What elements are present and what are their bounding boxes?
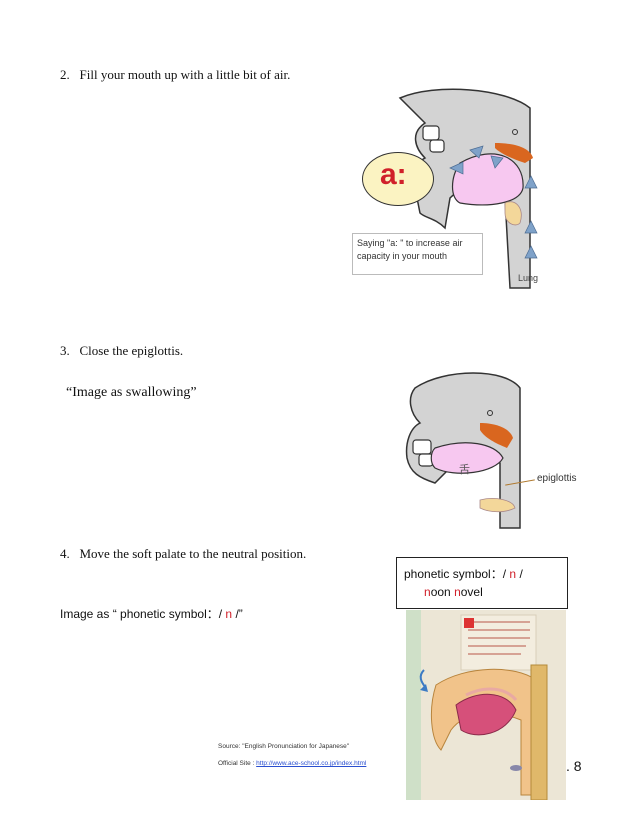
phonetic-symbol: n: [509, 567, 517, 581]
epiglottis-label: epiglottis: [537, 473, 577, 484]
example-words: noon novel: [424, 585, 483, 599]
caption-line-1: Saying "a: " to increase air: [357, 238, 463, 248]
tongue-label: 舌: [459, 464, 470, 476]
speech-bubble: [362, 152, 434, 206]
caption-line-2: capacity in your mouth: [357, 251, 448, 261]
phonetic-close: /: [519, 567, 523, 581]
word2-rest: ovel: [460, 585, 483, 599]
lung-label: Lung: [518, 273, 539, 283]
step-3-text: 3. Close the epiglottis.: [60, 343, 184, 358]
mouth-air-diagram: [398, 88, 538, 289]
phonetic-label: phonetic symbol：/: [404, 567, 507, 581]
bubble-phoneme: a:: [380, 158, 407, 191]
phonetic-symbol-box: phonetic symbol：/ n / noon novel: [396, 557, 568, 609]
official-site-link[interactable]: http://www.ace-school.co.jp/index.html: [256, 760, 367, 767]
word1-initial: n: [424, 585, 431, 599]
figure1-caption: Saying "a: " to increase air capacity in…: [352, 233, 483, 275]
word2-initial: n: [454, 585, 461, 599]
image-as-line: Image as “ phonetic symbol：/ n /”: [60, 605, 243, 622]
soft-palate-illustration: [406, 610, 566, 800]
word1-rest: oon: [430, 585, 451, 599]
image-as-suffix: /”: [235, 607, 243, 621]
image-as-symbol: n: [225, 607, 233, 621]
page-number: . 8: [566, 758, 582, 774]
step-4-text: 4. Move the soft palate to the neutral p…: [60, 546, 307, 561]
official-site-prefix: Official Site :: [218, 760, 257, 767]
official-site-line: Official Site : http://www.ace-school.co…: [218, 760, 366, 767]
phonetic-symbol-line: phonetic symbol：/ n /: [404, 565, 523, 582]
step-2-text: 2. Fill your mouth up with a little bit …: [60, 67, 291, 82]
book-photo: [406, 610, 566, 800]
swallow-quote: “Image as swallowing”: [66, 385, 197, 400]
source-line: Source: "English Pronunciation for Japan…: [218, 743, 350, 750]
image-as-prefix: Image as “ phonetic symbol：/: [60, 607, 223, 621]
epiglottis-diagram: [405, 372, 521, 529]
